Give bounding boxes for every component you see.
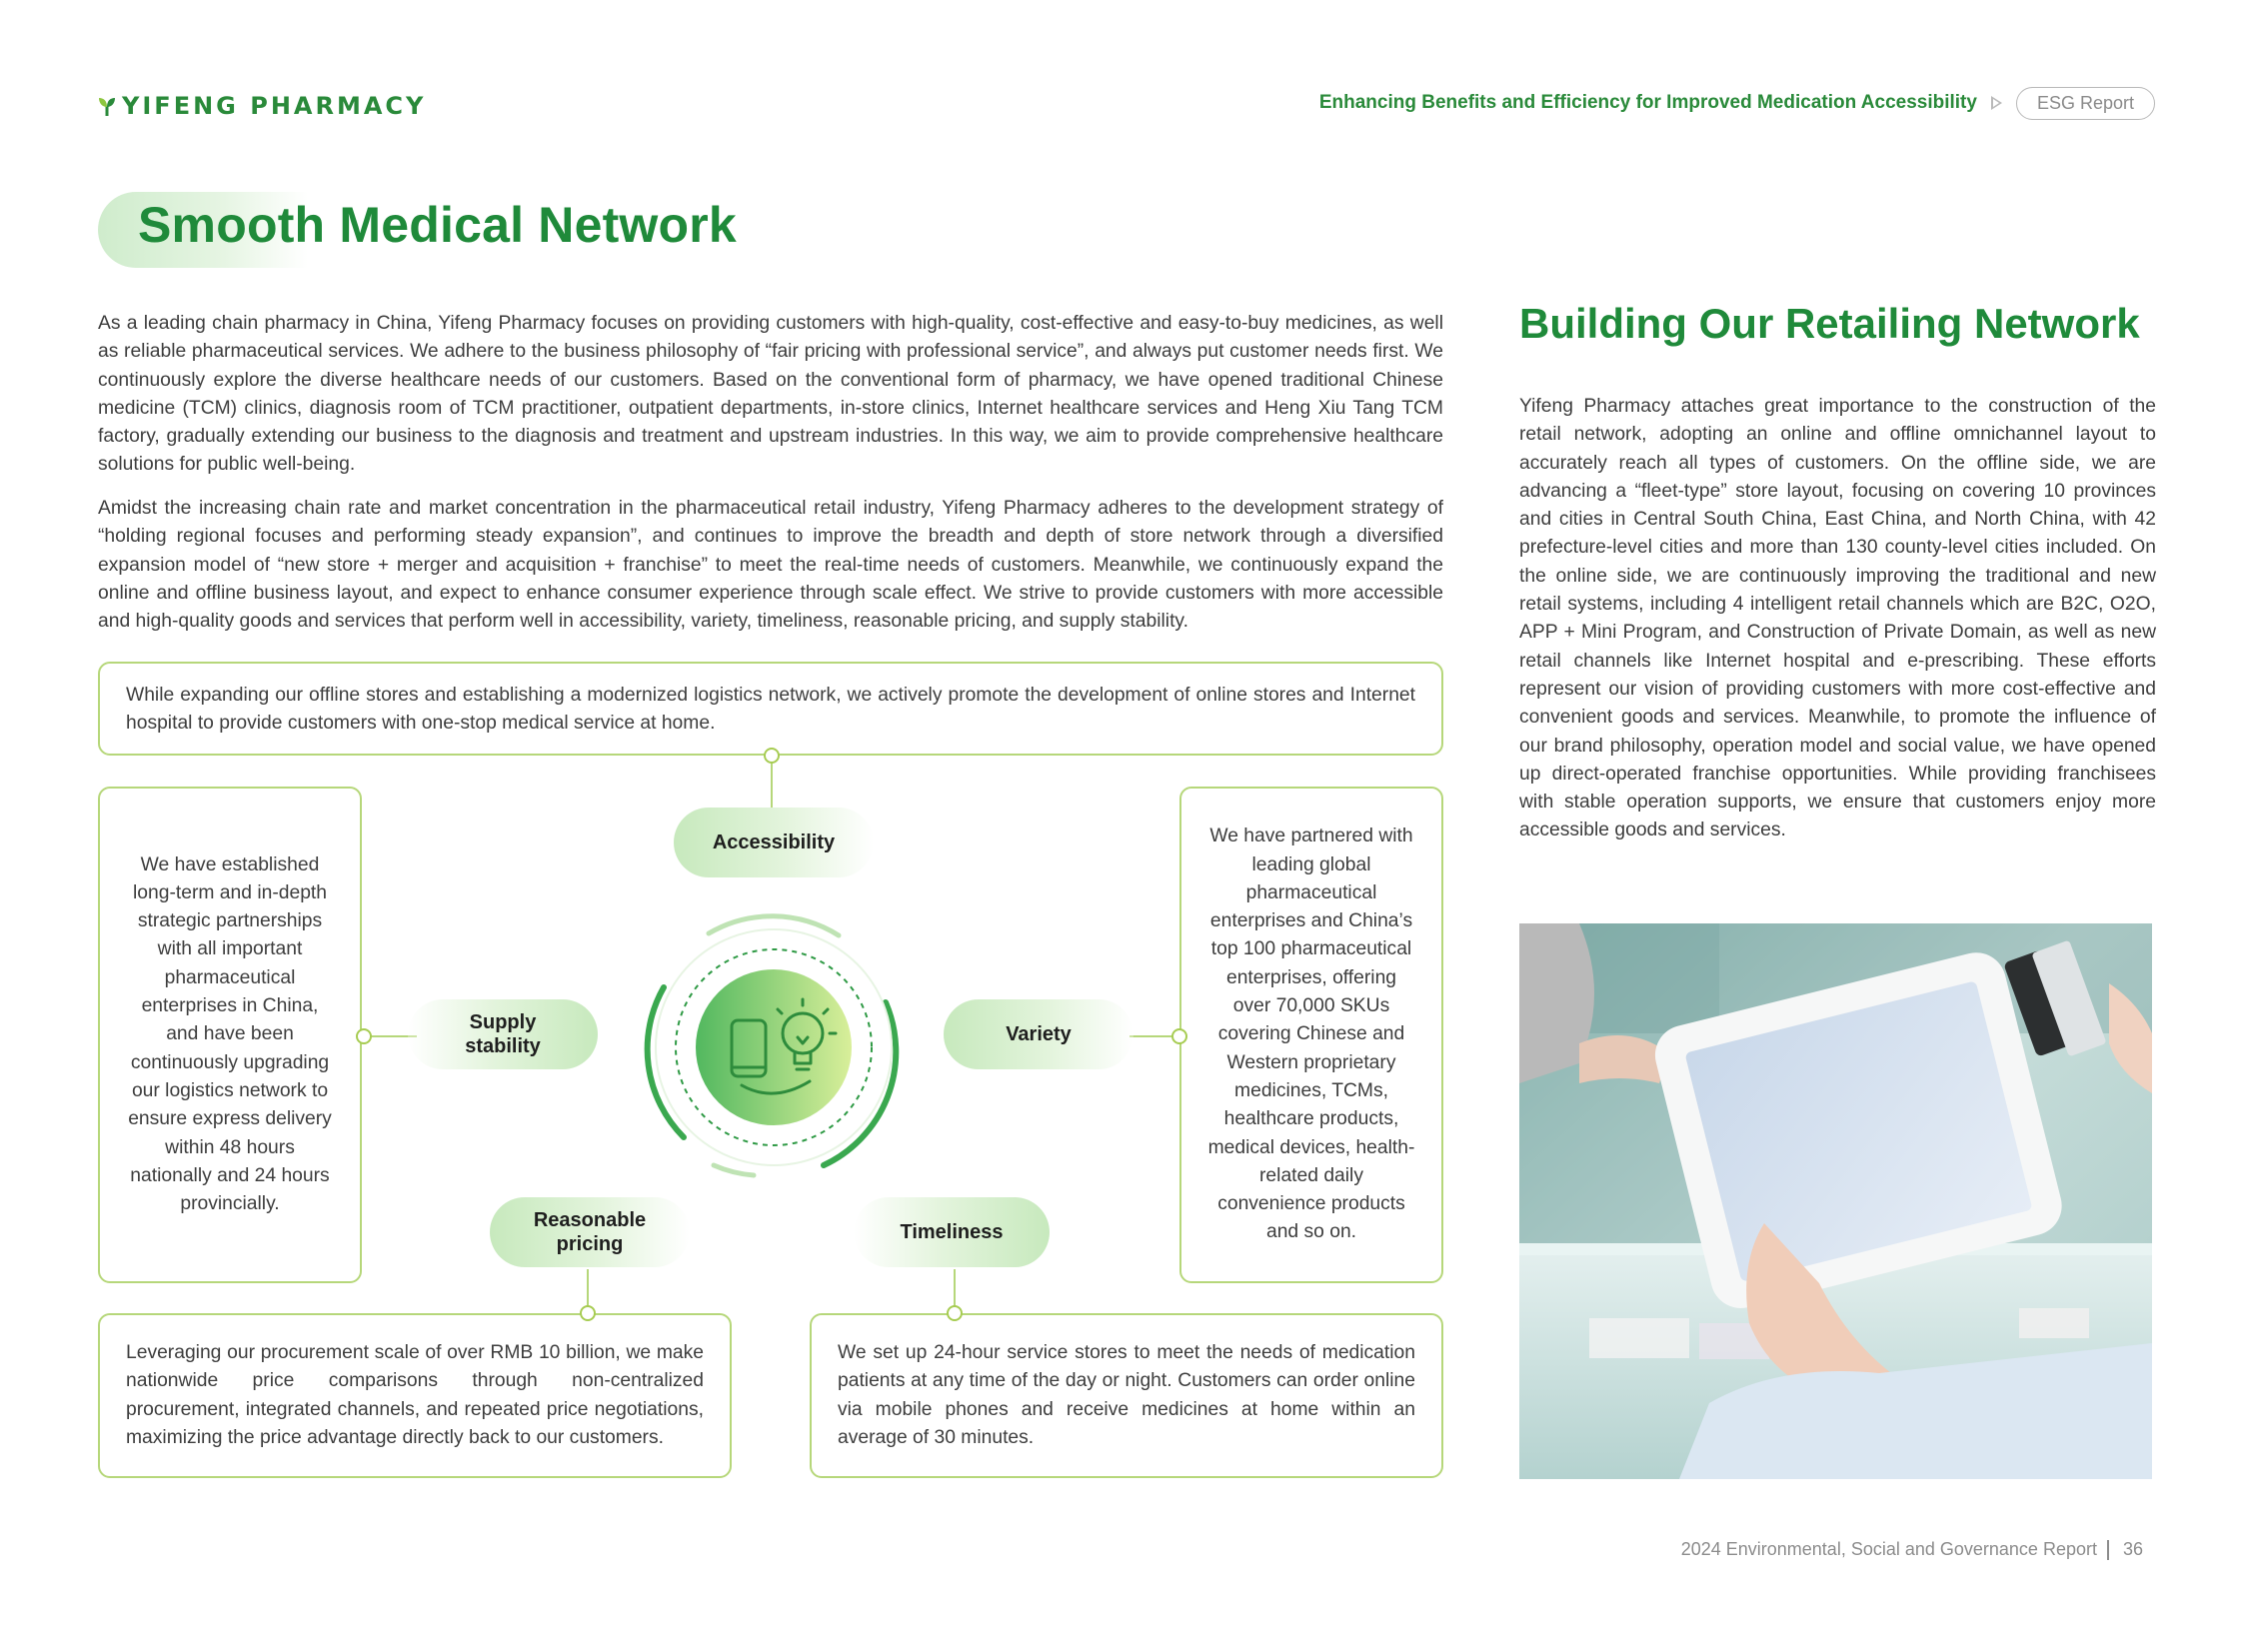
connector-dot-variety: [1171, 1028, 1187, 1044]
leaf-sprout-icon: [99, 98, 115, 116]
page-number: 36: [2122, 1539, 2143, 1559]
connector-accessibility: [771, 756, 773, 816]
node-accessibility-label: Accessibility: [712, 831, 836, 853]
node-supply-label-2: stability: [465, 1035, 541, 1057]
node-pricing-label-1: Reasonable: [533, 1209, 647, 1231]
intro-paragraph-1: As a leading chain pharmacy in China, Yi…: [98, 313, 1443, 476]
node-variety: Variety: [944, 999, 1133, 1069]
node-reasonable-pricing: Reasonable pricing: [490, 1197, 690, 1267]
header-tagline: Enhancing Benefits and Efficiency for Im…: [1318, 92, 1977, 113]
pharmacy-tablet-photo: [1519, 923, 2152, 1479]
online-stores-box: While expanding our offline stores and e…: [98, 662, 1443, 756]
header-nav: Enhancing Benefits and Efficiency for Im…: [1319, 86, 2155, 120]
timeliness-box: We set up 24-hour service stores to meet…: [810, 1313, 1443, 1478]
timeliness-text: We set up 24-hour service stores to meet…: [838, 1341, 1415, 1448]
connector-variety: [1129, 1035, 1179, 1037]
brand-logo: YIFENG PHARMACY: [98, 88, 426, 124]
outer-arcs: [644, 913, 900, 1178]
center-emblem: [644, 913, 900, 1178]
reasonable-pricing-box: Leveraging our procurement scale of over…: [98, 1313, 732, 1478]
online-stores-text: While expanding our offline stores and e…: [126, 685, 1415, 735]
connector-supply: [362, 1035, 417, 1037]
node-variety-label: Variety: [1006, 1023, 1072, 1045]
connector-timeliness: [954, 1269, 956, 1313]
title-highlight: [98, 192, 308, 268]
node-timeliness: Timeliness: [854, 1197, 1050, 1267]
page-footer: 2024 Environmental, Social and Governanc…: [1681, 1539, 2143, 1560]
supply-stability-text: We have established long-term and in-dep…: [128, 853, 332, 1215]
connector-dot-timeliness: [947, 1305, 963, 1321]
photo-illustration: [1519, 923, 2152, 1479]
triangle-arrow-icon: [1990, 96, 2002, 110]
connector-pricing: [587, 1269, 589, 1313]
esg-report-pill[interactable]: ESG Report: [2015, 86, 2155, 120]
variety-text: We have partnered with leading global ph…: [1207, 826, 1415, 1243]
node-supply-stability: Supply stability: [408, 999, 598, 1069]
node-pricing-label-2: pricing: [556, 1233, 624, 1255]
connector-dot-supply: [356, 1028, 372, 1044]
node-accessibility: Accessibility: [674, 808, 874, 877]
reasonable-pricing-text: Leveraging our procurement scale of over…: [126, 1341, 704, 1448]
connector-dot-accessibility: [764, 748, 780, 764]
intro-paragraph-2: Amidst the increasing chain rate and mar…: [98, 498, 1443, 633]
supply-stability-box: We have established long-term and in-dep…: [98, 787, 362, 1283]
phone-and-lightbulb-icon: [730, 997, 838, 1095]
variety-box: We have partnered with leading global ph…: [1179, 787, 1443, 1283]
node-timeliness-label: Timeliness: [900, 1221, 1004, 1243]
footer-separator: [2106, 1539, 2109, 1560]
connector-dot-pricing: [580, 1305, 596, 1321]
brand-name: YIFENG PHARMACY: [122, 92, 427, 120]
retail-network-paragraph: Yifeng Pharmacy attaches great importanc…: [1519, 396, 2156, 841]
node-supply-label-1: Supply: [469, 1011, 537, 1033]
page-title: Smooth Medical Network: [138, 197, 737, 253]
footer-report-title: 2024 Environmental, Social and Governanc…: [1680, 1539, 2097, 1559]
section-title: Building Our Retailing Network: [1519, 300, 2140, 347]
